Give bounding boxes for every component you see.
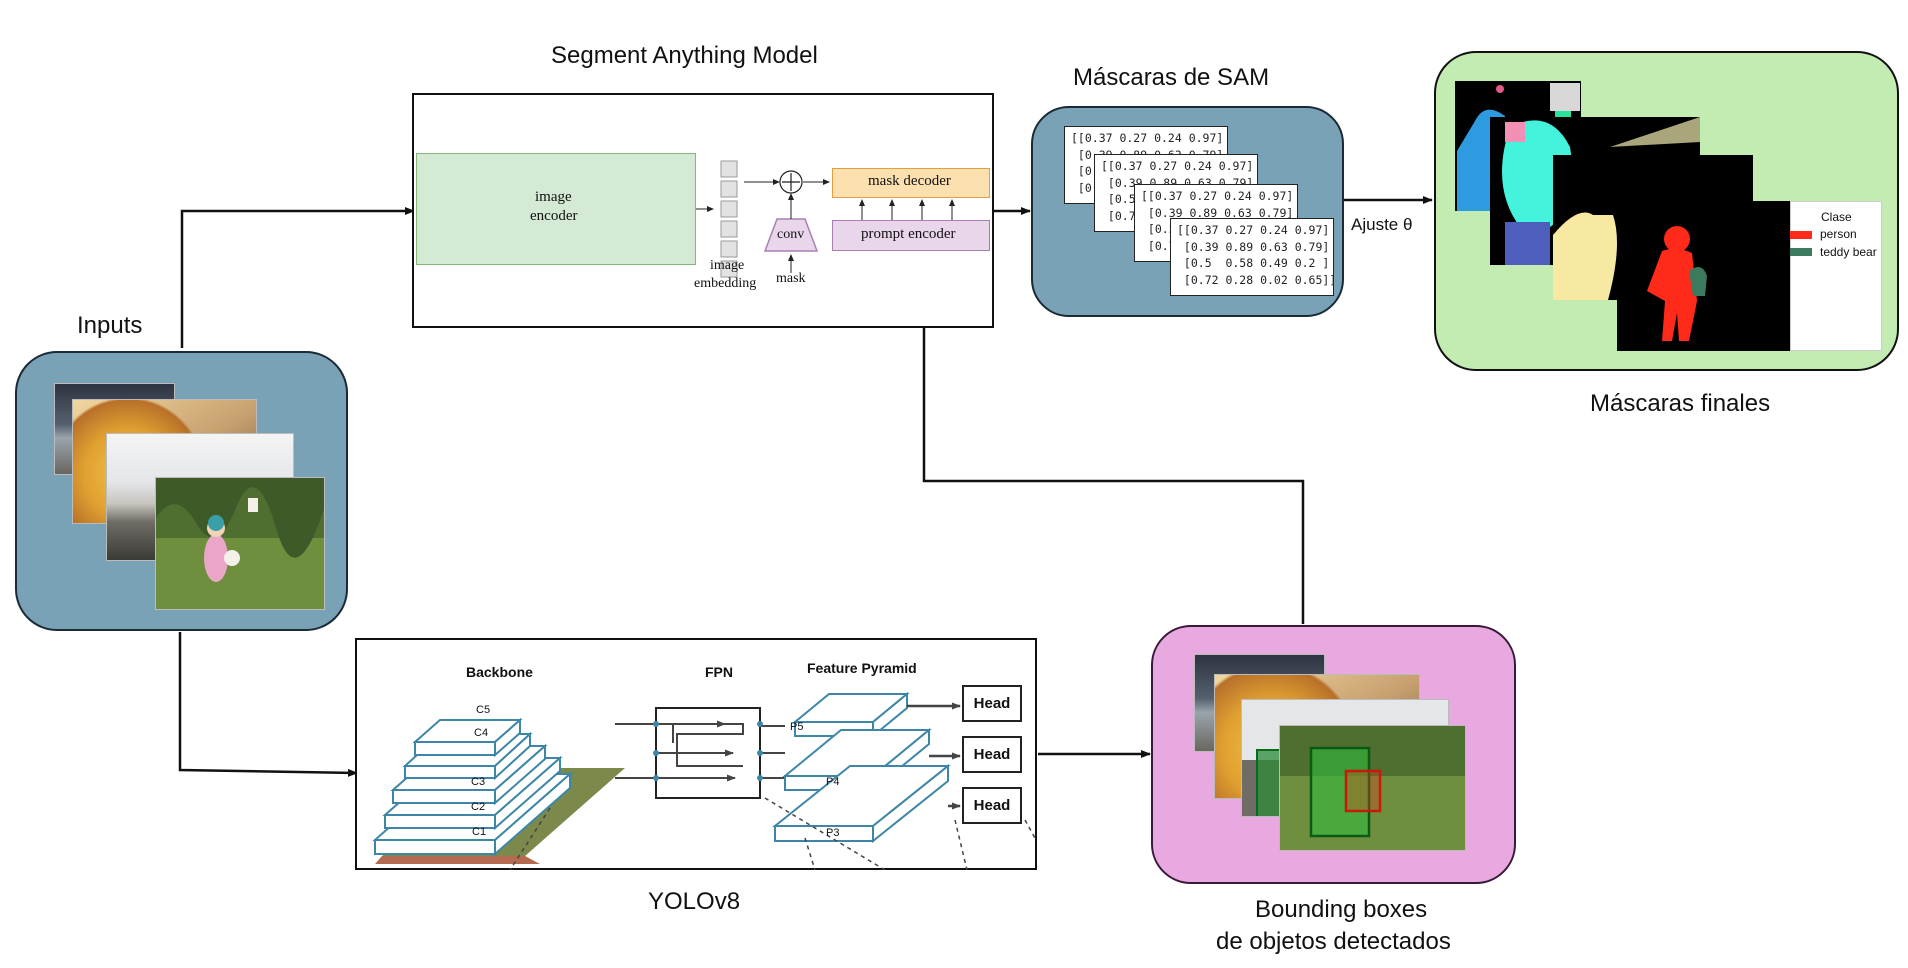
feature-pyramid-label: Feature Pyramid [807,660,917,676]
backbone-label: Backbone [466,664,533,680]
head-box-2: Head [962,736,1022,773]
detected-boxes-illustration [1280,726,1465,850]
legend-swatch-person [1790,231,1812,239]
feature-pyramid-slabs [772,691,951,844]
inputs-title: Inputs [77,312,143,339]
c5-label: C5 [476,704,491,716]
head-box-1: Head [962,685,1022,722]
conv-trapezoid [763,218,819,252]
c3-label: C3 [471,776,486,788]
sam-masks-title: Máscaras de SAM [1073,64,1270,91]
p5-label: P5 [790,721,804,733]
image-encoder-label-1: image [535,189,572,205]
legend-swatch-teddy-bear [1790,248,1812,256]
final-mask-4-person-teddy [1617,201,1795,351]
adjust-theta-label: Ajuste θ [1351,215,1413,234]
image-embedding-label-2: embedding [694,276,757,291]
person-mask-illustration [1617,201,1795,351]
conv-label: conv [777,227,805,242]
embedding-stack [720,160,738,278]
p3-label: P3 [826,827,840,839]
input-photo-child-grass [155,477,325,610]
legend-label-person: person [1820,227,1857,241]
sam-title: Segment Anything Model [551,42,818,69]
legend-box [1790,201,1882,351]
image-embedding-label-1: image [710,258,745,273]
mask-decoder-label: mask decoder [868,173,951,189]
bbox-title-line2: de objetos detectados [1216,928,1451,955]
legend-title: Clase [1821,210,1852,224]
yolo-title: YOLOv8 [648,888,741,915]
child-grass-illustration [156,478,324,609]
bbox-title-line1: Bounding boxes [1255,896,1428,923]
mask-label: mask [776,271,806,286]
arrow-inputs-to-sam [180,207,415,348]
sam-internal-diagram [696,160,955,278]
backbone-slabs [372,717,573,857]
image-encoder-label-2: encoder [530,208,578,224]
c1-label: C1 [472,826,487,838]
p4-label: P4 [826,776,840,788]
mask-matrix-4: [[0.37 0.27 0.24 0.97] [0.39 0.89 0.63 0… [1170,218,1334,296]
head-box-3: Head [962,787,1022,824]
mask-decoder-box [832,168,990,198]
yolo-architecture-diagram [372,691,1036,870]
final-masks-title: Máscaras finales [1590,390,1771,417]
bbox-photo-child-grass [1279,725,1466,851]
c4-label: C4 [474,727,489,739]
c2-label: C2 [471,801,486,813]
fpn-label: FPN [705,664,733,680]
arrow-bbox-to-prompt [920,255,1305,624]
prompt-encoder-box [832,220,990,251]
arrow-inputs-to-yolo [178,632,358,777]
prompt-encoder-label: prompt encoder [861,226,956,242]
legend-label-teddy-bear: teddy bear [1820,245,1877,259]
image-encoder-box [416,153,696,265]
